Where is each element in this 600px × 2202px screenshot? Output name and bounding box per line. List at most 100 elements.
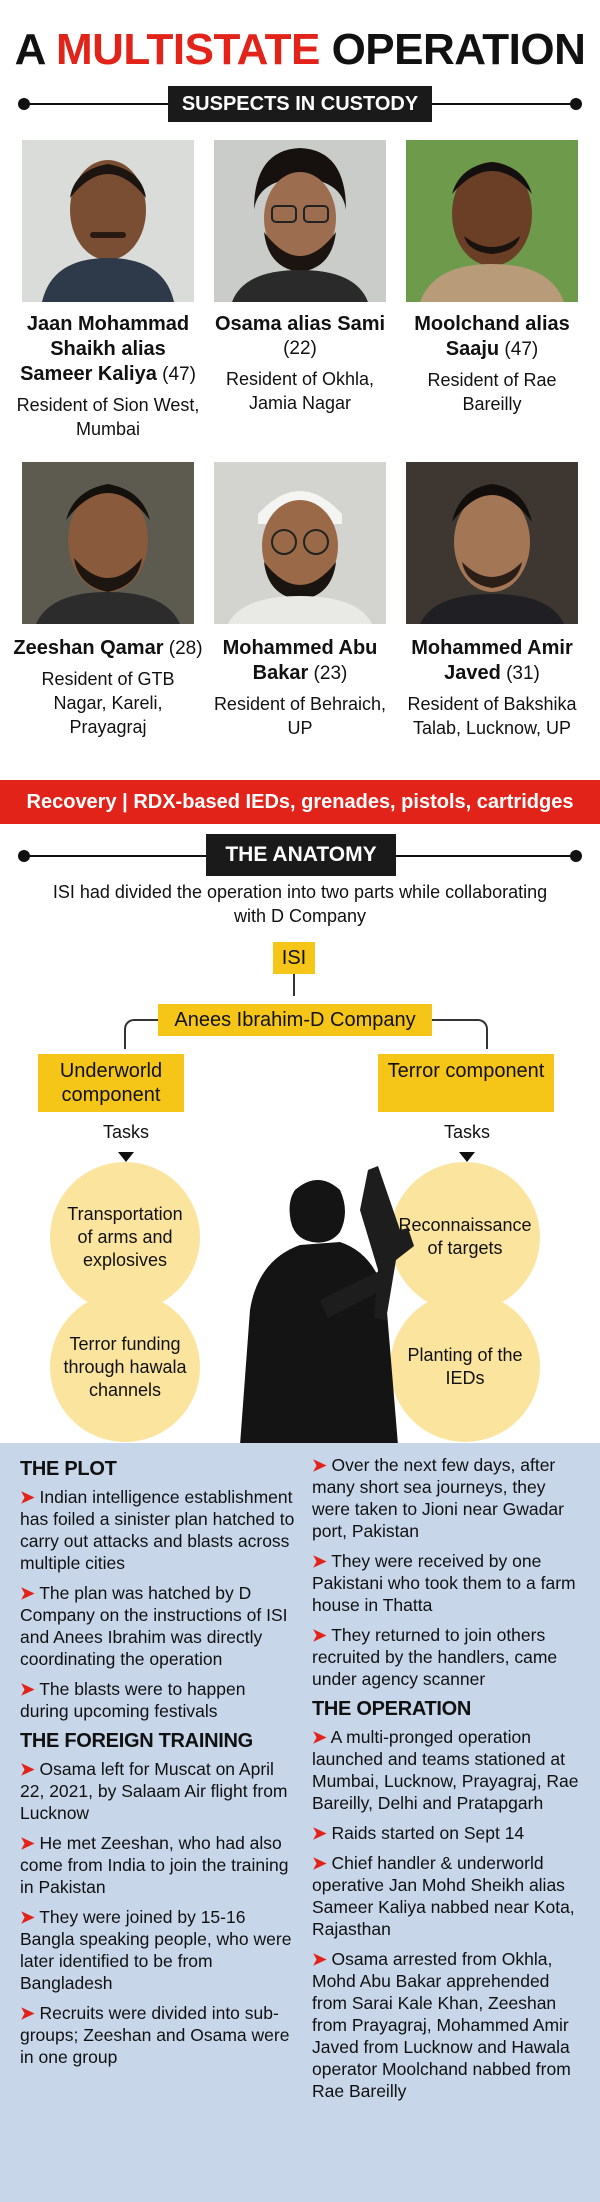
bullet-arrow-icon: ➤ (20, 1833, 35, 1853)
operation-item: ➤ Osama arrested from Okhla, Mohd Abu Ba… (312, 1948, 584, 2102)
plot-item: ➤ Indian intelligence establishment has … (20, 1486, 295, 1574)
recovery-label: Recovery (26, 791, 117, 813)
suspect-card-1: Jaan Mohammad Shaikh alias Sameer Kaliya… (13, 312, 203, 441)
plot-item-text: The blasts were to happen during upcomin… (20, 1679, 246, 1721)
bullet-arrow-icon: ➤ (20, 1487, 35, 1507)
suspect-residence: Resident of Okhla, Jamia Nagar (225, 369, 375, 413)
bullet-arrow-icon: ➤ (312, 1823, 327, 1843)
militant-silhouette-icon (240, 1166, 414, 1445)
details-panel (0, 1443, 600, 2202)
suspect-age: (28) (163, 638, 203, 659)
suspect-card-3: Moolchand alias Saaju (47) Resident of R… (397, 312, 587, 416)
training-heading: THE FOREIGN TRAINING (20, 1730, 253, 1752)
training-item-text: They were received by one Pakistani who … (312, 1551, 576, 1615)
tasks-label-left: Tasks (102, 1122, 149, 1142)
bullet-arrow-icon: ➤ (312, 1853, 327, 1873)
suspect-card-6: Mohammed Amir Javed (31) Resident of Bak… (397, 636, 587, 740)
task-circle-reconnaissance: Reconnaissance of targets (390, 1162, 540, 1312)
portrait-icon (406, 140, 578, 302)
suspect-age: (23) (308, 663, 348, 684)
suspect-name: Zeeshan Qamar (13, 637, 164, 659)
suspect-residence: Resident of Bakshika Talab, Lucknow, UP (407, 694, 577, 738)
headline-highlight: MULTISTATE (56, 25, 320, 74)
training-item: ➤ Over the next few days, after many sho… (312, 1454, 584, 1542)
suspect-photo-6 (406, 462, 578, 624)
suspect-card-4: Zeeshan Qamar (28) Resident of GTB Nagar… (13, 636, 203, 739)
bullet-arrow-icon: ➤ (312, 1727, 327, 1747)
bullet-arrow-icon: ➤ (20, 1679, 35, 1699)
branch-left (124, 1019, 164, 1049)
training-item-text: He met Zeeshan, who had also come from I… (20, 1833, 289, 1897)
bullet-arrow-icon: ➤ (20, 2003, 35, 2023)
suspect-photo-5 (214, 462, 386, 624)
branch-right (428, 1019, 488, 1049)
bullet-arrow-icon: ➤ (20, 1907, 35, 1927)
terror-component-box: Terror component (378, 1054, 554, 1112)
training-item-text: Over the next few days, after many short… (312, 1455, 564, 1541)
recovery-items: RDX-based IEDs, grenades, pistols, cartr… (133, 791, 574, 813)
bullet-arrow-icon: ➤ (312, 1551, 327, 1571)
training-item: ➤ They returned to join others recruited… (312, 1624, 584, 1690)
operation-heading: THE OPERATION (312, 1698, 472, 1720)
suspect-age: (47) (499, 339, 539, 360)
right-column: ➤ Over the next few days, after many sho… (312, 1454, 584, 2110)
suspect-age: (22) (283, 338, 317, 359)
plot-item: ➤ The plan was hatched by D Company on t… (20, 1582, 295, 1670)
training-item-text: They were joined by 15-16 Bangla speakin… (20, 1907, 292, 1993)
suspect-residence: Resident of Sion West, Mumbai (16, 395, 200, 439)
portrait-icon (22, 462, 194, 624)
training-item-text: Recruits were divided into sub-groups; Z… (20, 2003, 290, 2067)
plot-item: ➤ The blasts were to happen during upcom… (20, 1678, 295, 1722)
recovery-separator: | (116, 791, 134, 813)
portrait-icon (42, 160, 174, 302)
suspect-photo-4 (22, 462, 194, 624)
training-item: ➤ They were received by one Pakistani wh… (312, 1550, 584, 1616)
operation-item: ➤ A multi-pronged operation launched and… (312, 1726, 584, 1814)
training-item: ➤ He met Zeeshan, who had also come from… (20, 1832, 295, 1898)
portrait-icon (406, 462, 578, 624)
task-circle-planting: Planting of the IEDs (390, 1292, 540, 1442)
tasks-arrow-left (118, 1152, 134, 1162)
headline-prefix: A (14, 25, 56, 74)
suspect-name: Jaan Mohammad Shaikh alias Sameer Kaliya (20, 313, 190, 385)
training-item: ➤ Recruits were divided into sub-groups;… (20, 2002, 295, 2068)
portrait-icon (228, 491, 372, 624)
operation-item-text: Osama arrested from Okhla, Mohd Abu Baka… (312, 1949, 571, 2101)
anatomy-label: THE ANATOMY (206, 834, 396, 876)
operation-item-text: Raids started on Sept 14 (331, 1823, 525, 1843)
headline-suffix: OPERATION (319, 25, 586, 74)
suspect-name: Mohammed Amir Javed (411, 637, 573, 684)
plot-item-text: The plan was hatched by D Company on the… (20, 1583, 288, 1669)
anatomy-intro: ISI had divided the operation into two p… (52, 882, 548, 926)
suspect-photo-3 (406, 140, 578, 302)
bullet-arrow-icon: ➤ (20, 1759, 35, 1779)
suspect-age: (31) (500, 663, 540, 684)
headline: A MULTISTATE OPERATION (0, 22, 600, 78)
task-circle-transport: Transportation of arms and explosives (50, 1162, 200, 1312)
recovery-bar: Recovery | RDX-based IEDs, grenades, pis… (0, 780, 600, 824)
left-column: THE PLOT ➤ Indian intelligence establish… (20, 1452, 295, 2076)
training-item-text: They returned to join others recruited b… (312, 1625, 558, 1689)
custody-label: SUSPECTS IN CUSTODY (168, 86, 432, 122)
operation-item-text: A multi-pronged operation launched and t… (312, 1727, 579, 1813)
suspect-card-5: Mohammed Abu Bakar (23) Resident of Behr… (205, 636, 395, 740)
bullet-arrow-icon: ➤ (312, 1455, 327, 1475)
suspect-residence: Resident of Rae Bareilly (427, 370, 557, 414)
operation-item: ➤ Raids started on Sept 14 (312, 1822, 584, 1844)
training-item: ➤ They were joined by 15-16 Bangla speak… (20, 1906, 295, 1994)
plot-heading: THE PLOT (20, 1458, 117, 1480)
task-circle-funding: Terror funding through hawala channels (50, 1292, 200, 1442)
suspect-name: Osama alias Sami (214, 313, 386, 335)
suspect-name: Mohammed Abu Bakar (222, 637, 378, 684)
suspect-residence: Resident of Behraich, UP (213, 694, 387, 738)
operation-item: ➤ Chief handler & underworld operative J… (312, 1852, 584, 1940)
portrait-icon (232, 148, 368, 302)
company-box: Anees Ibrahim-D Company (158, 1004, 432, 1036)
tasks-label-right: Tasks (443, 1122, 490, 1142)
suspect-name: Moolchand alias Saaju (414, 313, 570, 360)
bullet-arrow-icon: ➤ (312, 1625, 327, 1645)
isi-box: ISI (273, 942, 315, 974)
isi-connector (293, 974, 295, 996)
suspect-photo-1 (22, 140, 194, 302)
underworld-component-box: Underworld component (38, 1054, 184, 1112)
